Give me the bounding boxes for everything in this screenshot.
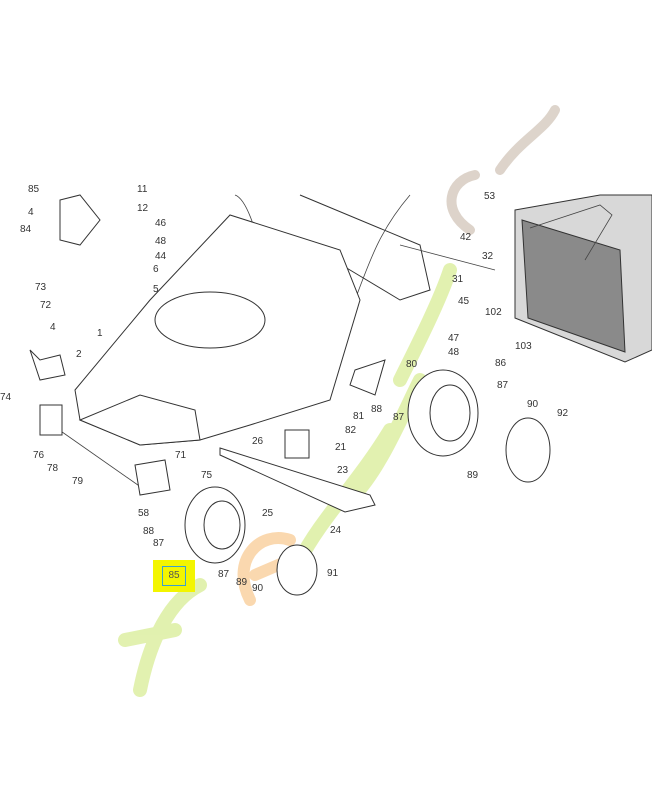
axle-clip — [134, 459, 171, 496]
part-label-85[interactable]: 85 — [162, 566, 186, 586]
part-label[interactable]: 86 — [495, 358, 507, 369]
part-label[interactable]: 45 — [458, 296, 470, 307]
part-label[interactable]: 21 — [335, 442, 347, 453]
part-label[interactable]: 79 — [72, 476, 84, 487]
part-label[interactable]: 48 — [448, 347, 460, 358]
part-label[interactable]: 25 — [262, 508, 274, 519]
part-label[interactable]: 92 — [557, 408, 569, 419]
part-label[interactable]: 72 — [40, 300, 52, 311]
part-label[interactable]: 46 — [155, 218, 167, 229]
height-bracket — [39, 404, 63, 436]
part-label[interactable]: 31 — [452, 274, 464, 285]
part-label[interactable]: 48 — [155, 236, 167, 247]
wheel-cap-front — [276, 544, 318, 596]
part-label[interactable]: 87 — [153, 538, 165, 549]
part-label[interactable]: 89 — [467, 470, 479, 481]
part-label[interactable]: 5 — [153, 284, 159, 295]
blade — [219, 429, 376, 513]
part-label[interactable]: 11 — [137, 184, 148, 195]
part-label[interactable]: 102 — [485, 307, 502, 318]
part-label[interactable]: 78 — [47, 463, 59, 474]
part-label[interactable]: 81 — [353, 411, 365, 422]
part-label[interactable]: 82 — [345, 425, 357, 436]
part-label[interactable]: 76 — [33, 450, 45, 461]
part-label[interactable]: 26 — [252, 436, 264, 447]
part-label[interactable]: 75 — [201, 470, 213, 481]
part-label[interactable]: 87 — [393, 412, 405, 423]
part-label[interactable]: 23 — [337, 465, 349, 476]
highlighted-part-marker[interactable]: 85 — [153, 560, 195, 592]
part-label[interactable]: 85 — [28, 184, 40, 195]
part-label[interactable]: 89 — [236, 577, 248, 588]
part-label[interactable]: 24 — [330, 525, 342, 536]
part-label[interactable]: 87 — [218, 569, 230, 580]
part-label[interactable]: 74 — [0, 392, 12, 403]
part-label[interactable]: 88 — [143, 526, 155, 537]
part-label[interactable]: 91 — [327, 568, 339, 579]
part-label[interactable]: 103 — [515, 341, 532, 352]
part-label[interactable]: 42 — [460, 232, 472, 243]
part-label[interactable]: 4 — [28, 207, 34, 218]
part-label[interactable]: 4 — [50, 322, 56, 333]
front-wheel — [184, 486, 246, 564]
part-label[interactable]: 88 — [371, 404, 383, 415]
rear-wheel — [407, 369, 479, 457]
grass-catcher — [514, 194, 652, 363]
rear-axle-bracket — [349, 359, 386, 396]
part-label[interactable]: 58 — [138, 508, 150, 519]
part-label[interactable]: 53 — [484, 191, 496, 202]
part-label[interactable]: 6 — [153, 264, 159, 275]
mower-deck — [74, 214, 361, 446]
part-label[interactable]: 2 — [76, 349, 82, 360]
part-label[interactable]: 32 — [482, 251, 494, 262]
part-label[interactable]: 87 — [497, 380, 509, 391]
part-label[interactable]: 47 — [448, 333, 460, 344]
part-label[interactable]: 80 — [406, 359, 418, 370]
part-label[interactable]: 12 — [137, 203, 149, 214]
part-label[interactable]: 73 — [35, 282, 47, 293]
part-label[interactable]: 90 — [252, 583, 264, 594]
part-label[interactable]: 44 — [155, 251, 167, 262]
part-label[interactable]: 90 — [527, 399, 539, 410]
rear-bracket — [59, 194, 101, 246]
wheel-cap-rear — [505, 417, 551, 483]
part-label[interactable]: 84 — [20, 224, 32, 235]
part-label[interactable]: 1 — [97, 328, 103, 339]
part-label[interactable]: 71 — [175, 450, 187, 461]
height-adjuster — [29, 349, 66, 381]
